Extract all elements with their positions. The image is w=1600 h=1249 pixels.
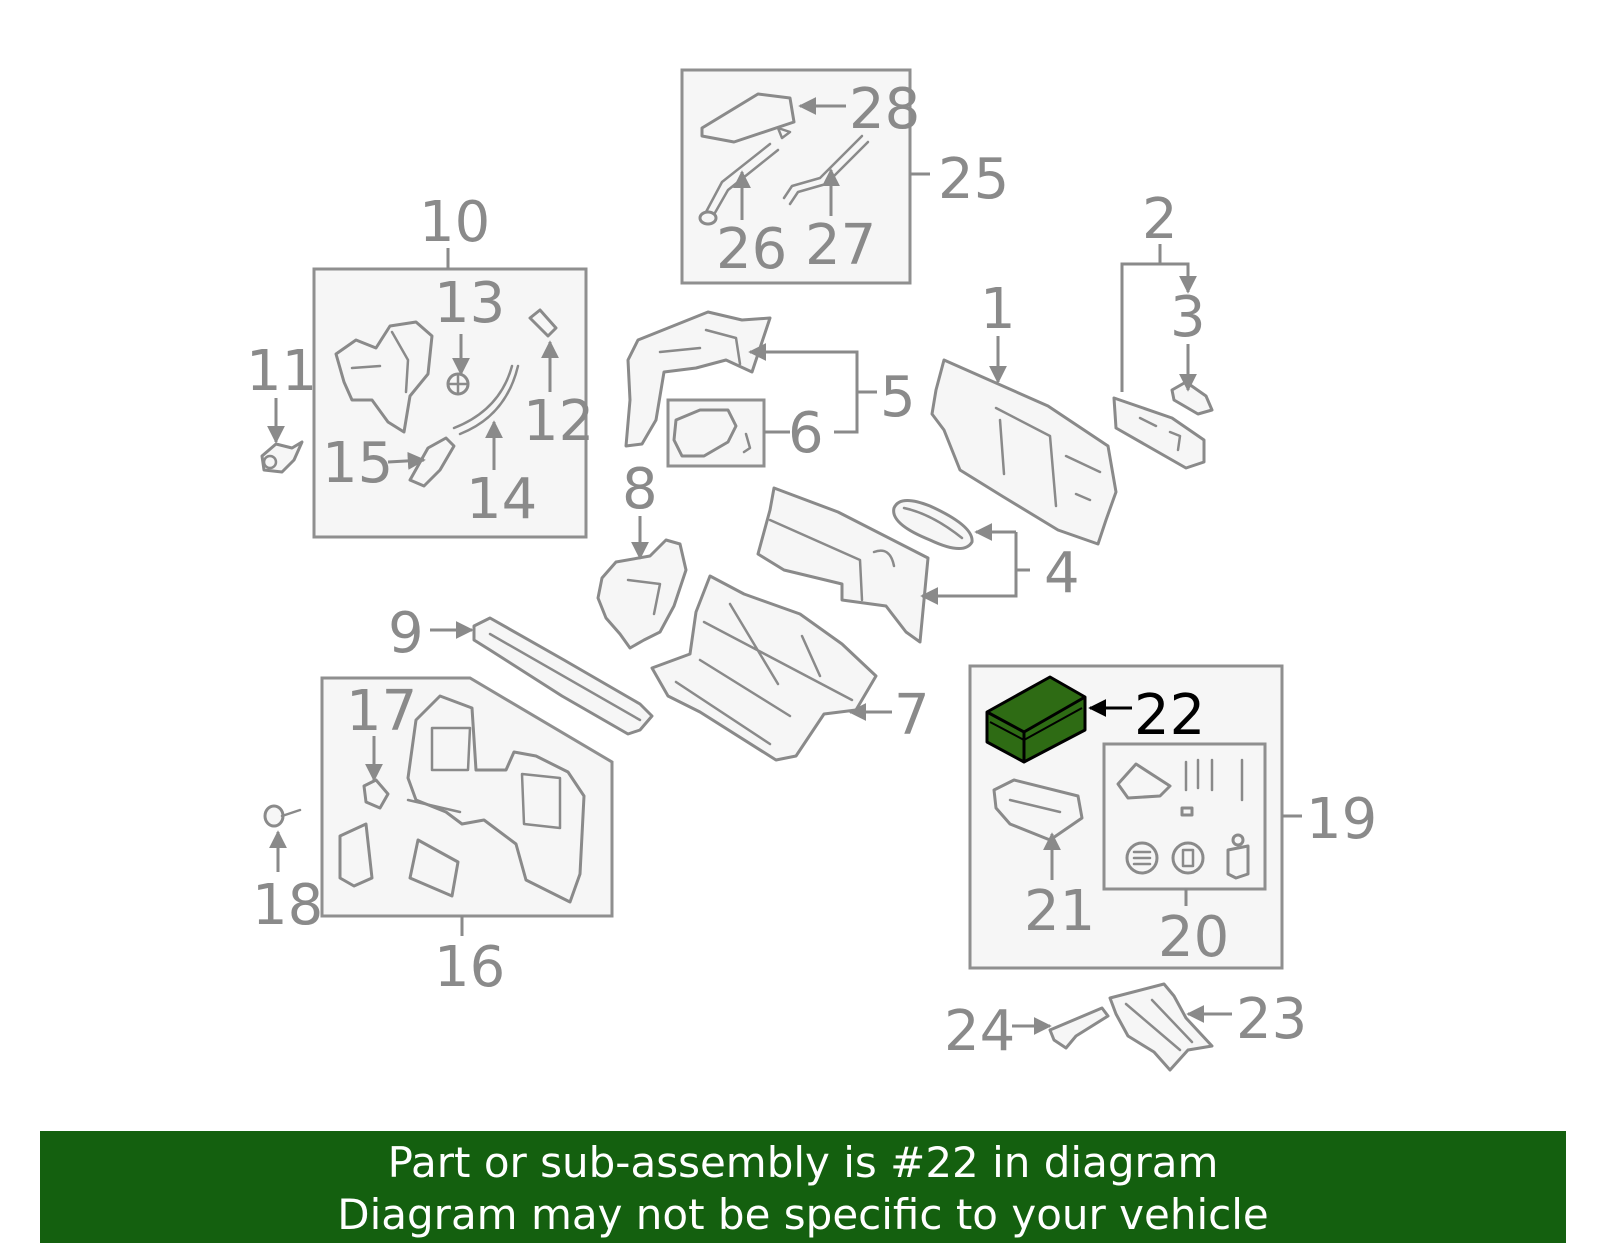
part-27-bar (782, 134, 870, 206)
leader-2 (1120, 262, 1197, 392)
callout-14: 14 (466, 467, 537, 532)
callout-15: 15 (322, 431, 393, 496)
callout-2: 2 (1142, 187, 1178, 252)
part-24-handle (1048, 1006, 1110, 1050)
part-16-panel (406, 694, 586, 904)
callout-5: 5 (880, 365, 916, 430)
callout-18: 18 (252, 873, 323, 938)
callout-7: 7 (894, 683, 930, 748)
callout-26: 26 (716, 217, 787, 282)
callout-23: 23 (1236, 987, 1307, 1052)
part-13-clip (446, 372, 470, 396)
callout-11: 11 (246, 339, 317, 404)
part-26-wrench (698, 142, 780, 226)
part-21-tray (992, 778, 1084, 842)
callout-1: 1 (980, 277, 1016, 342)
callout-21: 21 (1024, 879, 1095, 944)
part-15-bracket (408, 436, 456, 488)
leader-4-branch (920, 532, 1018, 605)
part-5-panel (624, 310, 772, 448)
banner-disclaimer-line: Diagram may not be specific to your vehi… (337, 1190, 1269, 1239)
part-16-pad-b (408, 838, 460, 898)
part-12-fastener (528, 308, 558, 338)
callout-25: 25 (938, 147, 1009, 212)
info-banner: Part or sub-assembly is #22 in diagram D… (40, 1131, 1566, 1243)
callout-17: 17 (346, 679, 417, 744)
part-16-pad-a (338, 822, 374, 888)
callout-9: 9 (388, 601, 424, 666)
part-11-clip (260, 440, 304, 474)
group-box-25 (680, 68, 912, 285)
callout-24: 24 (944, 999, 1015, 1064)
callout-16: 16 (434, 935, 505, 1000)
part-2-bracket (1112, 396, 1206, 470)
part-10-panel (334, 320, 434, 434)
callout-27: 27 (805, 213, 876, 278)
banner-part-line: Part or sub-assembly is #22 in diagram (387, 1138, 1219, 1187)
part-14-strip (452, 364, 520, 436)
callout-20: 20 (1158, 905, 1229, 970)
part-22-tool-kit-case (985, 675, 1087, 764)
part-3-clip (1170, 380, 1214, 416)
leader-5 (748, 343, 859, 392)
callout-3: 3 (1170, 285, 1206, 350)
part-23-jack (1108, 982, 1214, 1072)
part-7-floor (650, 574, 878, 762)
part-9-rail (472, 616, 654, 736)
leader-15 (387, 451, 426, 470)
callout-8: 8 (622, 457, 658, 522)
callout-12: 12 (523, 389, 594, 454)
part-20-tool-set (1116, 758, 1250, 880)
callout-19: 19 (1306, 787, 1377, 852)
part-4-panel (756, 486, 930, 644)
part-6-seal (672, 408, 752, 458)
part-8-panel (596, 538, 688, 650)
callout-13: 13 (434, 271, 505, 336)
part-1-panel (930, 358, 1118, 546)
part-18-pin (263, 804, 302, 828)
callout-28: 28 (849, 77, 920, 142)
callout-6: 6 (788, 401, 824, 466)
callout-22: 22 (1134, 683, 1205, 748)
callout-4: 4 (1044, 541, 1080, 606)
part-4-seal (892, 499, 974, 550)
leader-5-branch (834, 390, 877, 434)
part-28-tray (700, 92, 796, 144)
callout-10: 10 (419, 190, 490, 255)
